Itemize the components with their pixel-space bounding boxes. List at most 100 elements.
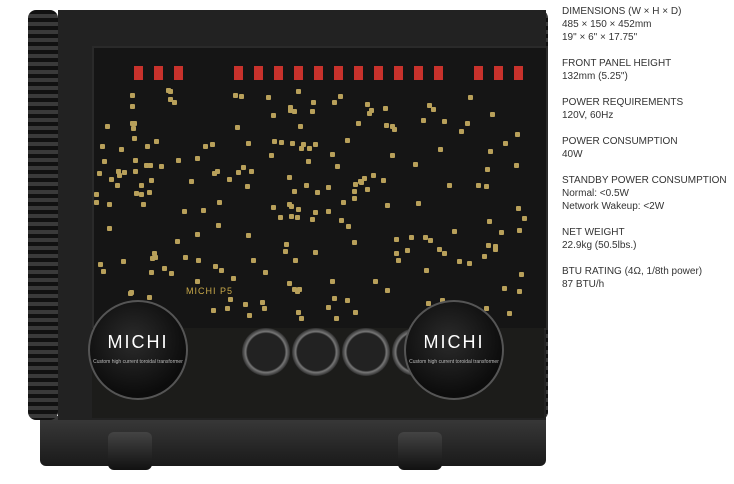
component [235, 124, 241, 130]
spec-value: 87 BTU/h [562, 279, 605, 290]
component [152, 251, 158, 257]
component [129, 92, 135, 98]
spec-title: FRONT PANEL HEIGHT [562, 58, 672, 69]
foot-left [108, 432, 152, 470]
component [344, 298, 350, 304]
circuit-board: MICHI P5 [92, 46, 548, 330]
component [326, 209, 331, 215]
component [487, 218, 493, 224]
component [271, 113, 277, 119]
component [242, 301, 248, 307]
component [517, 228, 523, 234]
relay [234, 66, 243, 80]
spec-value: 22.9kg (50.5lbs.) [562, 240, 637, 251]
component [488, 148, 494, 154]
component [389, 152, 395, 158]
component [344, 137, 350, 143]
component [290, 141, 296, 147]
component [260, 300, 266, 306]
component [245, 233, 251, 238]
component [120, 258, 126, 264]
relay [394, 66, 403, 80]
component [282, 249, 288, 255]
component [195, 279, 201, 285]
component [129, 121, 135, 127]
component [292, 257, 298, 263]
component [239, 94, 245, 100]
component [366, 110, 372, 116]
component [188, 178, 194, 184]
component [133, 169, 139, 175]
component [278, 139, 284, 145]
component [459, 129, 465, 135]
component [272, 139, 278, 145]
component [437, 146, 443, 152]
spec-value: 120V, 60Hz [562, 110, 614, 121]
component [246, 312, 252, 318]
component [147, 190, 153, 196]
component [211, 307, 217, 313]
component [352, 195, 358, 201]
foot-right [398, 432, 442, 470]
component [147, 162, 153, 168]
toroidal-transformer-right: MICHI Custom high current toroidal trans… [404, 300, 504, 400]
component [251, 258, 257, 264]
spec-group: FRONT PANEL HEIGHT 132mm (5.25") [562, 57, 727, 83]
component [373, 278, 379, 284]
component [116, 172, 122, 178]
component [425, 300, 431, 306]
component [152, 254, 158, 260]
spec-value: 132mm (5.25") [562, 71, 628, 82]
component [182, 255, 188, 261]
component [122, 169, 128, 175]
component [195, 156, 201, 162]
component [245, 183, 251, 189]
component [311, 99, 317, 105]
heatsink-left [28, 10, 58, 420]
transformer-label: Custom high current toroidal transformer [93, 359, 183, 365]
component [331, 100, 337, 106]
relay [174, 66, 183, 80]
component [514, 131, 520, 137]
component [153, 139, 159, 145]
component [391, 126, 397, 132]
relay [354, 66, 363, 80]
spec-title: STANDBY POWER CONSUMPTION [562, 175, 727, 186]
component [424, 267, 430, 273]
component [195, 232, 201, 238]
component [210, 142, 216, 148]
component [364, 102, 370, 108]
component [94, 200, 100, 206]
component [516, 289, 522, 295]
component [182, 209, 188, 215]
component [116, 168, 122, 174]
component [292, 108, 298, 114]
component [371, 173, 377, 179]
spec-value: Network Wakeup: <2W [562, 201, 665, 212]
component [307, 145, 313, 151]
component [168, 271, 174, 277]
component [299, 315, 305, 321]
component [482, 254, 488, 260]
spec-value: Normal: <0.5W [562, 188, 629, 199]
component [384, 288, 390, 293]
component [310, 109, 316, 115]
component [490, 112, 496, 118]
spec-group: NET WEIGHT 22.9kg (50.5lbs.) [562, 226, 727, 252]
relay [134, 66, 143, 80]
component [102, 159, 108, 165]
component [138, 182, 144, 188]
component [304, 183, 310, 189]
spec-title: NET WEIGHT [562, 227, 625, 238]
component [211, 170, 217, 176]
component [309, 216, 315, 222]
component [507, 311, 513, 317]
component [171, 99, 177, 105]
component [514, 162, 520, 168]
component [265, 95, 271, 101]
component [130, 103, 136, 109]
component [326, 184, 332, 190]
component [132, 158, 138, 164]
component [503, 140, 509, 146]
